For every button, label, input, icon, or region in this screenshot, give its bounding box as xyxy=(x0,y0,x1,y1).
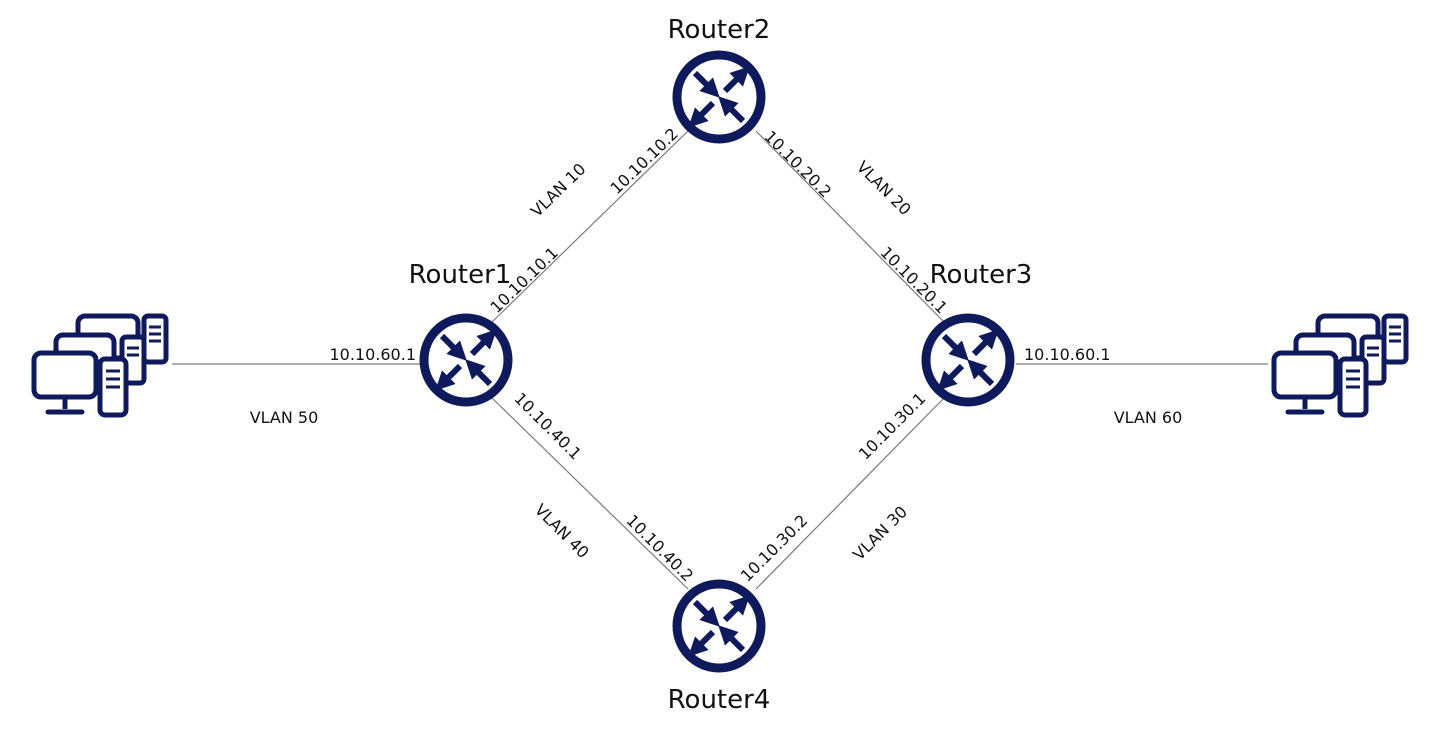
vlan-r1-r2: VLAN 10 xyxy=(527,159,590,220)
link-r2-r3 xyxy=(755,130,945,323)
router1[interactable] xyxy=(424,318,508,402)
router2[interactable] xyxy=(677,55,761,139)
router2-label: Router2 xyxy=(668,15,771,45)
ip-r1-r2-b: 10.10.10.2 xyxy=(606,124,681,198)
ip-hostL-r1: 10.10.60.1 xyxy=(329,345,416,364)
ip-r1-r4-b: 10.10.40.2 xyxy=(623,511,698,586)
vlan-r3-hostR: VLAN 60 xyxy=(1114,408,1183,427)
router3-label: Router3 xyxy=(930,260,1033,290)
router4[interactable] xyxy=(677,584,761,668)
ip-r3-hostR: 10.10.60.1 xyxy=(1024,345,1111,364)
ip-r2-r3-a: 10.10.20.2 xyxy=(761,127,836,202)
vlan-r2-r3: VLAN 20 xyxy=(853,157,915,219)
router-icon xyxy=(677,584,761,668)
router-icon xyxy=(424,318,508,402)
vlan-r1-r4: VLAN 40 xyxy=(531,500,593,562)
router-icon xyxy=(677,55,761,139)
link-r3-r4 xyxy=(755,397,945,590)
router1-label: Router1 xyxy=(409,260,512,290)
link-r1-r4 xyxy=(491,397,689,590)
link-r1-r2 xyxy=(491,130,689,323)
workstations-icon xyxy=(1274,316,1406,415)
router-icon xyxy=(926,318,1010,402)
vlan-hostL-r1: VLAN 50 xyxy=(250,408,319,427)
vlan-r3-r4: VLAN 30 xyxy=(849,502,911,564)
ip-r3-r4-a: 10.10.30.1 xyxy=(855,389,930,464)
router3[interactable] xyxy=(926,318,1010,402)
router4-label: Router4 xyxy=(668,685,771,715)
workstations-icon xyxy=(34,316,166,415)
ip-r3-r4-b: 10.10.30.2 xyxy=(737,511,812,586)
